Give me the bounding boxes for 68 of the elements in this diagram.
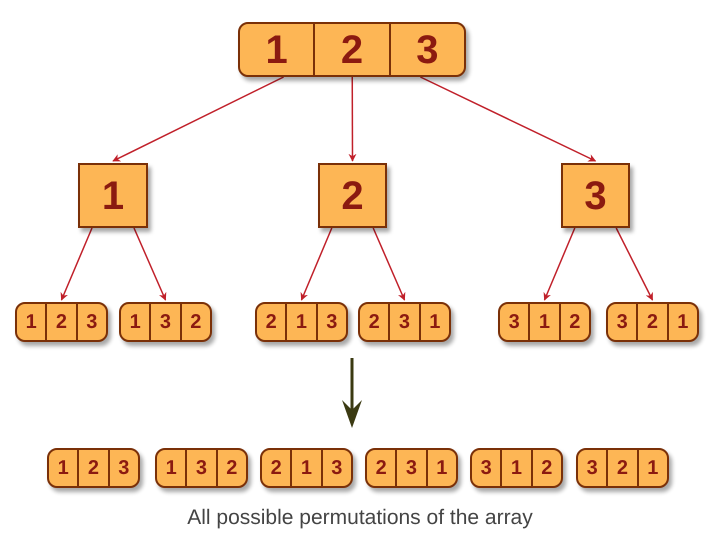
array-box [358, 302, 451, 342]
array-element: 1 [285, 304, 316, 340]
arrow [372, 228, 406, 301]
array-box [470, 448, 563, 488]
array-element: 3 [316, 304, 346, 340]
array-box [255, 302, 348, 342]
array-element: 2 [530, 450, 561, 486]
array-box [576, 448, 669, 488]
array-element: 1 [636, 450, 667, 486]
array-box [155, 448, 248, 488]
arrow [616, 228, 654, 301]
array-element: 3 [320, 450, 351, 486]
array-box [119, 302, 212, 342]
array-element: 1 [418, 304, 449, 340]
array-element: 3 [388, 304, 419, 340]
array-element: 2 [636, 304, 667, 340]
arrow [300, 228, 332, 301]
array-element: 2 [374, 456, 388, 481]
array-box [606, 302, 699, 342]
array-element: 1 [528, 304, 559, 340]
arrow [348, 77, 356, 162]
arrow [60, 228, 93, 301]
array-element: 3 [395, 450, 426, 486]
array-element: 1 [500, 450, 531, 486]
array-box [238, 22, 466, 77]
arrow [112, 76, 284, 162]
arrow [544, 228, 576, 301]
caption: All possible permutations of the array [186, 505, 534, 531]
array-element: 2 [368, 310, 381, 335]
array-element: 1 [128, 310, 142, 335]
array-element: 1 [24, 310, 38, 335]
array-element: 1 [164, 456, 178, 481]
array-element: 2 [270, 456, 283, 481]
array-element: 3 [388, 24, 464, 75]
array-element: 3 [480, 456, 493, 481]
array-element: 3 [616, 310, 629, 335]
array-element: 3 [108, 450, 138, 486]
array-element: 1 [666, 304, 697, 340]
arrow [420, 76, 596, 162]
arrow [133, 228, 166, 301]
number-box [561, 163, 630, 228]
array-box [365, 448, 458, 488]
array-element: 2 [77, 450, 108, 486]
array-box [47, 448, 140, 488]
array-element: 3 [583, 172, 608, 220]
array-element: 1 [426, 450, 456, 486]
array-element: 2 [45, 304, 76, 340]
array-element: 3 [185, 450, 216, 486]
array-element: 2 [313, 24, 389, 75]
array-element: 1 [264, 26, 289, 74]
array-element: 3 [586, 456, 599, 481]
number-box [318, 163, 387, 228]
array-element: 1 [100, 172, 126, 220]
array-element: 2 [558, 304, 589, 340]
array-element: 2 [180, 304, 210, 340]
array-element: 1 [290, 450, 321, 486]
array-box [498, 302, 591, 342]
array-element: 3 [508, 310, 521, 335]
array-element: 3 [149, 304, 180, 340]
array-box [15, 302, 108, 342]
array-element: 3 [76, 304, 106, 340]
array-element: 2 [340, 172, 365, 220]
array-element: 2 [606, 450, 637, 486]
array-box [260, 448, 353, 488]
array-element: 2 [264, 310, 278, 335]
number-box [78, 163, 148, 228]
array-element: 1 [56, 456, 70, 481]
array-element: 2 [216, 450, 246, 486]
